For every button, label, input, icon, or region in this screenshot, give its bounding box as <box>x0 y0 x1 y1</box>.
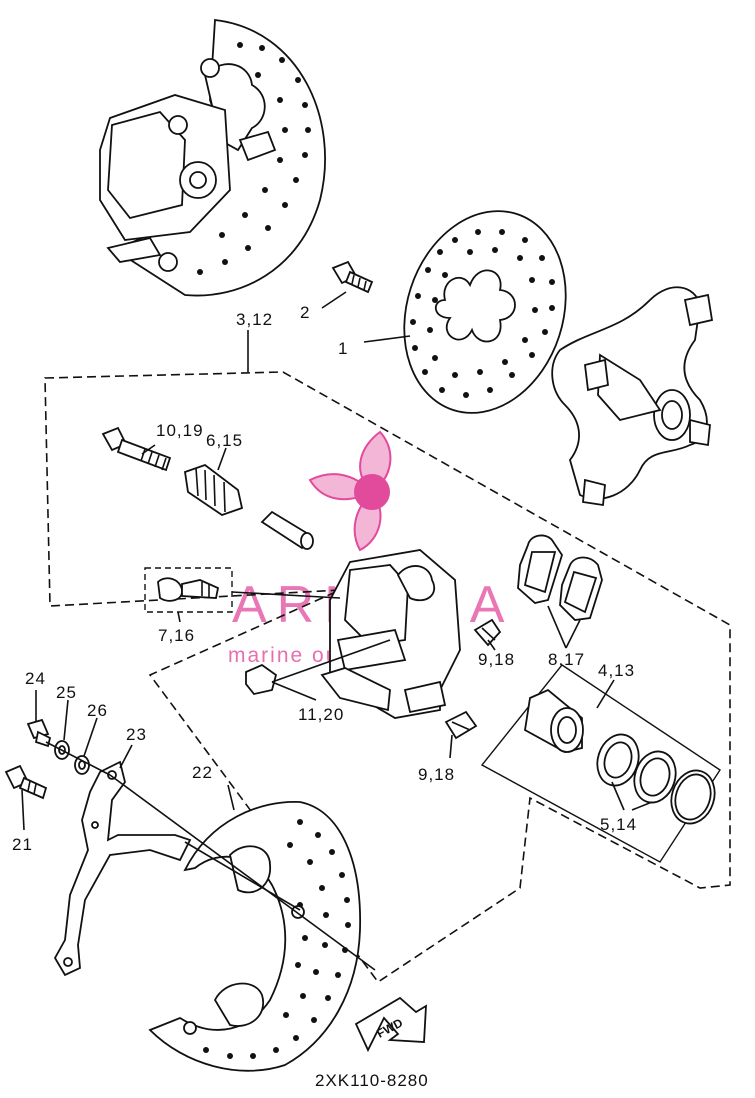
caliper-body-part <box>320 549 461 719</box>
pad-spring-lower-part <box>444 710 478 740</box>
callout-11-20: 11,20 <box>298 705 344 724</box>
callout-26: 26 <box>87 701 108 720</box>
callout-23: 23 <box>126 725 147 744</box>
callout-24: 24 <box>25 669 46 688</box>
diagram-code: 2XK110-8280 <box>315 1071 429 1090</box>
callout-1: 1 <box>338 339 348 358</box>
callout-9-18-lower: 9,18 <box>418 765 455 784</box>
fwd-arrow-icon: FWD <box>354 996 427 1053</box>
caliper-bolt-part <box>101 426 172 472</box>
callout-labels: 1 2 3,12 4,13 5,14 6,15 7,16 8,17 9,18 9… <box>12 303 637 854</box>
callout-4-13: 4,13 <box>598 661 635 680</box>
brake-disc-part <box>403 210 567 414</box>
bleed-screw-part <box>183 463 244 516</box>
callout-5-14: 5,14 <box>600 815 637 834</box>
piston-seals-part <box>596 733 716 825</box>
wheel-hub-part <box>551 286 714 507</box>
caliper-assembly-boundary <box>44 371 731 984</box>
piston-part <box>524 688 584 753</box>
sleeve-pin-part <box>260 510 314 550</box>
disc-bolt-part <box>331 260 374 294</box>
callout-9-18-upper: 9,18 <box>478 650 515 669</box>
callout-8-17: 8,17 <box>548 650 585 669</box>
mounting-bracket-part <box>53 760 192 977</box>
bolt-21-part <box>4 764 48 800</box>
pin-kit-part <box>157 577 220 602</box>
callout-2: 2 <box>300 303 310 322</box>
callout-7-16: 7,16 <box>158 626 195 645</box>
callout-21: 21 <box>12 835 33 854</box>
pad-pin-part <box>245 663 278 696</box>
callout-22: 22 <box>192 763 213 782</box>
propeller-logo-icon <box>308 430 392 552</box>
pin-kit-boundary <box>144 567 233 613</box>
disc-guard-part <box>148 801 361 1072</box>
callout-3-12: 3,12 <box>236 310 273 329</box>
callout-6-15: 6,15 <box>206 431 243 450</box>
leader-lines <box>21 291 653 971</box>
assembled-brake-icon <box>99 18 326 297</box>
callout-10-19: 10,19 <box>156 421 204 440</box>
pad-spring-upper-part <box>473 618 502 647</box>
callout-25: 25 <box>56 683 77 702</box>
brake-pads-part <box>517 534 603 621</box>
